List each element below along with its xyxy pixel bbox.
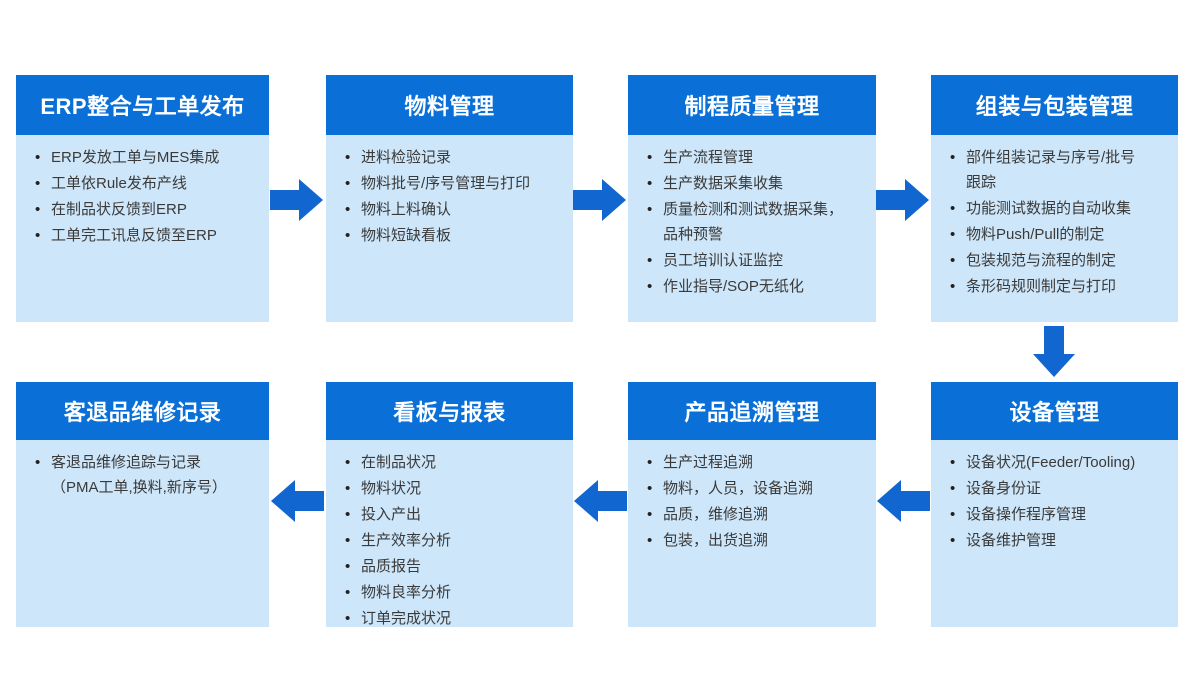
- feature-item: 品质，维修追溯: [644, 502, 868, 527]
- feature-item: 条形码规则制定与打印: [947, 274, 1170, 299]
- box-body: 在制品状况 物料状况 投入产出 生产效率分析 品质报告 物料良率分析 订单完成状…: [326, 440, 573, 631]
- feature-item: 包装，出货追溯: [644, 528, 868, 553]
- box-header: ERP整合与工单发布: [16, 75, 269, 135]
- arrow-down-icon: [1033, 326, 1075, 377]
- box-title: ERP整合与工单发布: [40, 94, 245, 119]
- box-header: 客退品维修记录: [16, 382, 269, 440]
- feature-item: 进料检验记录: [342, 145, 565, 170]
- feature-item: 生产数据采集收集: [644, 171, 868, 196]
- feature-item: 生产效率分析: [342, 528, 565, 553]
- feature-list: 进料检验记录 物料批号/序号管理与打印 物料上料确认 物料短缺看板: [342, 145, 565, 248]
- feature-item: 包装规范与流程的制定: [947, 248, 1170, 273]
- feature-item: 作业指导/SOP无纸化: [644, 274, 868, 299]
- feature-list: 客退品维修追踪与记录 （PMA工单,换料,新序号）: [32, 450, 261, 500]
- feature-item: 在制品状况: [342, 450, 565, 475]
- feature-item: 设备维护管理: [947, 528, 1170, 553]
- feature-list: 生产流程管理 生产数据采集收集 质量检测和测试数据采集， 品种预警 员工培训认证…: [644, 145, 868, 299]
- box-title: 组装与包装管理: [975, 94, 1134, 119]
- feature-list: 设备状况(Feeder/Tooling) 设备身份证 设备操作程序管理 设备维护…: [947, 450, 1170, 553]
- box-title: 物料管理: [404, 94, 495, 119]
- feature-item: 质量检测和测试数据采集， 品种预警: [644, 197, 868, 247]
- box-title: 产品追溯管理: [684, 400, 820, 425]
- feature-list: 生产过程追溯 物料，人员，设备追溯 品质，维修追溯 包装，出货追溯: [644, 450, 868, 553]
- feature-item: 部件组装记录与序号/批号 跟踪: [947, 145, 1170, 195]
- box-title: 客退品维修记录: [63, 400, 222, 425]
- feature-item: 物料状况: [342, 476, 565, 501]
- feature-item: 物料上料确认: [342, 197, 565, 222]
- box-assembly-packaging: 组装与包装管理 部件组装记录与序号/批号 跟踪 功能测试数据的自动收集 物料Pu…: [931, 75, 1178, 322]
- feature-list: 在制品状况 物料状况 投入产出 生产效率分析 品质报告 物料良率分析 订单完成状…: [342, 450, 565, 631]
- feature-list: ERP发放工单与MES集成 工单依Rule发布产线 在制品状反馈到ERP 工单完…: [32, 145, 261, 248]
- box-customer-return-repair: 客退品维修记录 客退品维修追踪与记录 （PMA工单,换料,新序号）: [16, 382, 269, 627]
- feature-item: 工单依Rule发布产线: [32, 171, 261, 196]
- box-product-traceability: 产品追溯管理 生产过程追溯 物料，人员，设备追溯 品质，维修追溯 包装，出货追溯: [628, 382, 876, 627]
- box-body: 生产流程管理 生产数据采集收集 质量检测和测试数据采集， 品种预警 员工培训认证…: [628, 135, 876, 322]
- box-body: 客退品维修追踪与记录 （PMA工单,换料,新序号）: [16, 440, 269, 627]
- box-title: 看板与报表: [393, 400, 506, 425]
- arrow-left-icon: [877, 480, 930, 522]
- box-title: 设备管理: [1009, 400, 1100, 425]
- feature-item: 生产过程追溯: [644, 450, 868, 475]
- feature-list: 部件组装记录与序号/批号 跟踪 功能测试数据的自动收集 物料Push/Pull的…: [947, 145, 1170, 299]
- feature-item: 物料，人员，设备追溯: [644, 476, 868, 501]
- box-body: ERP发放工单与MES集成 工单依Rule发布产线 在制品状反馈到ERP 工单完…: [16, 135, 269, 322]
- feature-item: 物料Push/Pull的制定: [947, 222, 1170, 247]
- feature-item: 设备身份证: [947, 476, 1170, 501]
- feature-item: 品质报告: [342, 554, 565, 579]
- box-header: 看板与报表: [326, 382, 573, 440]
- box-equipment-management: 设备管理 设备状况(Feeder/Tooling) 设备身份证 设备操作程序管理…: [931, 382, 1178, 627]
- feature-item: 订单完成状况: [342, 606, 565, 631]
- box-header: 物料管理: [326, 75, 573, 135]
- feature-item: 在制品状反馈到ERP: [32, 197, 261, 222]
- arrow-left-icon: [271, 480, 324, 522]
- box-kanban-reports: 看板与报表 在制品状况 物料状况 投入产出 生产效率分析 品质报告 物料良率分析…: [326, 382, 573, 631]
- arrow-right-icon: [573, 179, 626, 221]
- feature-item: 工单完工讯息反馈至ERP: [32, 223, 261, 248]
- box-body: 进料检验记录 物料批号/序号管理与打印 物料上料确认 物料短缺看板: [326, 135, 573, 322]
- feature-item: ERP发放工单与MES集成: [32, 145, 261, 170]
- box-title: 制程质量管理: [684, 94, 820, 119]
- feature-item: 物料良率分析: [342, 580, 565, 605]
- box-body: 设备状况(Feeder/Tooling) 设备身份证 设备操作程序管理 设备维护…: [931, 440, 1178, 627]
- arrow-left-icon: [574, 480, 627, 522]
- feature-item: 物料短缺看板: [342, 223, 565, 248]
- box-material-management: 物料管理 进料检验记录 物料批号/序号管理与打印 物料上料确认 物料短缺看板: [326, 75, 573, 322]
- box-header: 制程质量管理: [628, 75, 876, 135]
- box-header: 组装与包装管理: [931, 75, 1178, 135]
- feature-item: 设备状况(Feeder/Tooling): [947, 450, 1170, 475]
- arrow-right-icon: [876, 179, 929, 221]
- box-body: 部件组装记录与序号/批号 跟踪 功能测试数据的自动收集 物料Push/Pull的…: [931, 135, 1178, 322]
- feature-item: 员工培训认证监控: [644, 248, 868, 273]
- box-header: 产品追溯管理: [628, 382, 876, 440]
- box-header: 设备管理: [931, 382, 1178, 440]
- box-process-quality: 制程质量管理 生产流程管理 生产数据采集收集 质量检测和测试数据采集， 品种预警…: [628, 75, 876, 322]
- feature-item: 物料批号/序号管理与打印: [342, 171, 565, 196]
- box-erp-work-order: ERP整合与工单发布 ERP发放工单与MES集成 工单依Rule发布产线 在制品…: [16, 75, 269, 322]
- arrow-right-icon: [270, 179, 323, 221]
- feature-item: 客退品维修追踪与记录 （PMA工单,换料,新序号）: [32, 450, 261, 500]
- feature-item: 生产流程管理: [644, 145, 868, 170]
- feature-item: 设备操作程序管理: [947, 502, 1170, 527]
- feature-item: 投入产出: [342, 502, 565, 527]
- feature-item: 功能测试数据的自动收集: [947, 196, 1170, 221]
- box-body: 生产过程追溯 物料，人员，设备追溯 品质，维修追溯 包装，出货追溯: [628, 440, 876, 627]
